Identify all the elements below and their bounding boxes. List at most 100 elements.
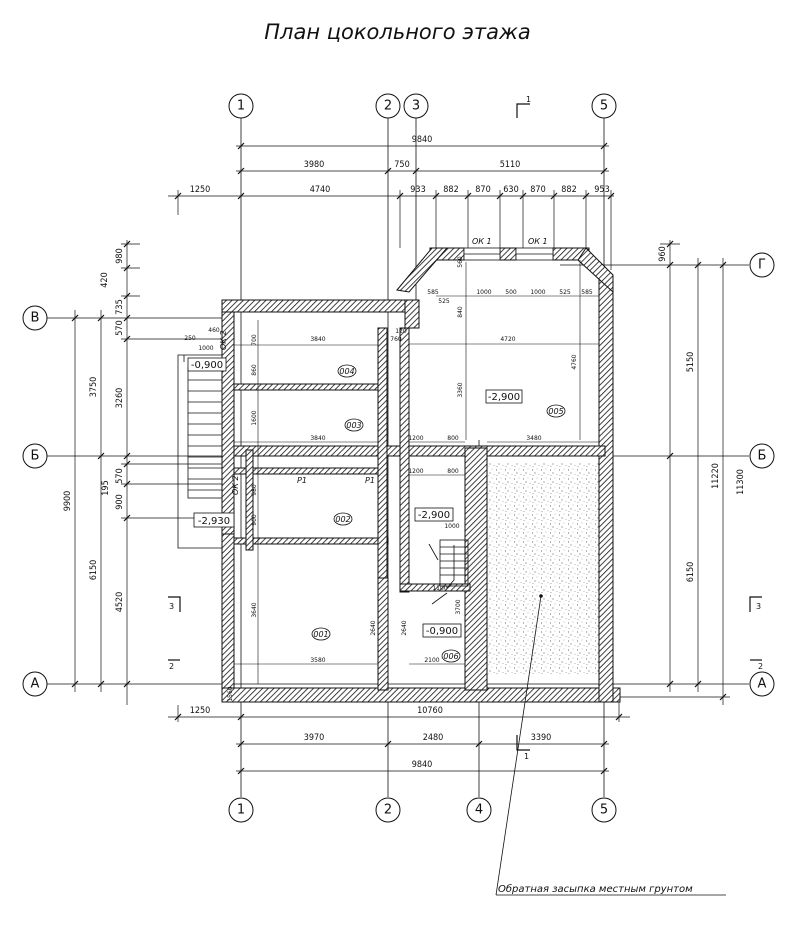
level-hall: -2,900 [418,510,450,521]
idim-9: 800 [447,468,459,475]
window-label-ok2: ОК 2 [231,475,240,495]
interior-stair [428,539,469,605]
idim-8: 1200 [408,468,423,475]
idim-20: 4760 [571,354,578,369]
section-mark-1-bottom [516,735,530,751]
section-marks-side [168,596,762,661]
top-dimension-lines [168,142,615,270]
idim-34: 560 [457,256,464,268]
dim-left-i8: 900 [115,494,125,509]
section-mark-1-top [516,103,530,118]
window-label-ok2-top: ОК 2 [219,330,228,350]
right-dimension-lines [620,240,730,705]
backfill-leader [495,595,726,896]
dim-left-mid-2: 6150 [89,560,99,581]
level-boxes [187,357,523,638]
dim-top-r3-7: 870 [530,185,545,195]
idim-15: 585 [581,289,593,296]
idim-32: 700 [251,334,258,346]
dim-left-i5: 3260 [115,388,125,409]
room-003: 003 [346,421,361,430]
dim-top-r3-3: 933 [410,185,425,195]
axis-bottom-1: 1 [237,803,245,818]
dim-top-r3-6: 630 [503,185,518,195]
idim-36: 980 [251,484,258,496]
axis-top-1: 1 [237,99,245,114]
backfill-note: Обратная засыпка местным грунтом [498,883,693,895]
section-3-left: 3 [169,602,174,611]
idim-35: 3640 [251,602,258,617]
axis-top-5: 5 [600,99,608,114]
room-002: 002 [335,515,350,524]
idim-33: 840 [457,306,464,318]
left-dimension-lines [71,240,230,705]
axis-top-2: 2 [384,99,392,114]
idim-1: 3840 [310,435,325,442]
room-006: 006 [443,652,458,661]
idim-16: 525 [438,298,450,305]
dim-top-r3-4: 882 [443,185,458,195]
idim-5: 2100 [424,657,439,664]
entrance-stair [177,354,223,549]
dim-bot-r1-2: 10760 [417,706,443,716]
dim-top-r2-3: 5110 [500,160,521,170]
axis-left-v: В [31,311,40,326]
section-2-right: 2 [758,662,763,671]
dim-top-r3-1: 1250 [190,185,211,195]
drawing-title: План цокольного этажа [264,20,531,44]
dim-top-r2-2: 750 [394,160,409,170]
idim-3: 4720 [500,336,515,343]
dim-left-i4: 570 [115,320,125,335]
idim-25: 1000 [444,523,459,530]
idim-13: 525 [559,289,571,296]
axis-bottom-2: 2 [384,803,392,818]
label-p1-a: Р1 [297,476,307,485]
dim-left-mid-1: 3750 [89,377,99,398]
dim-bot-r2-1: 3970 [304,733,325,743]
idim-27: 250 [184,335,196,342]
inner-dimension-lines [234,260,599,684]
idim-11: 500 [505,289,517,296]
dim-bot-r1-1: 1250 [190,706,211,716]
dim-top-r3-9: 953 [594,185,609,195]
idim-7: 800 [447,435,459,442]
section-1-top-label: 1 [526,95,531,104]
idim-4: 3480 [526,435,541,442]
dim-bot-overall: 9840 [412,760,433,770]
dim-right-i1: 960 [658,246,668,261]
idim-30: 1600 [251,410,258,425]
dim-left-outer: 9900 [63,491,73,512]
level-room-005: -2,900 [488,392,520,403]
room-number-ovals [311,364,566,663]
dim-top-overall: 9840 [412,135,433,145]
idim-19: 3360 [457,382,464,397]
axis-bubbles [22,93,775,823]
level-entrance: -0,900 [191,360,223,371]
level-room-006: -0,900 [426,626,458,637]
idim-2: 3580 [310,657,325,664]
dim-top-r3-8: 882 [561,185,576,195]
room-004: 004 [339,367,354,376]
idim-22: 2640 [401,620,408,635]
idim-24: 3700 [455,599,462,614]
window-label-ok1-b: ОК 1 [528,237,548,246]
top-windows [463,247,554,261]
idim-12: 1000 [530,289,545,296]
backfill-area [488,462,599,675]
dim-bot-r2-2: 2480 [423,733,444,743]
idim-26: 460 [208,327,220,334]
dim-right-mid: 11220 [711,463,721,489]
window-label-ok1-a: ОК 1 [472,237,492,246]
axis-right-a: А [758,677,767,692]
idim-28: 1000 [198,345,213,352]
axis-right-b: Б [758,449,767,464]
dim-left-i6: 195 [101,480,111,495]
idim-10: 1000 [476,289,491,296]
bottom-dimension-lines [168,700,630,775]
section-2-left: 2 [169,662,174,671]
axis-top-3: 3 [412,99,420,114]
room-001: 001 [313,630,328,639]
section-1-bottom-label: 1 [524,752,529,761]
idim-0: 3840 [310,336,325,343]
